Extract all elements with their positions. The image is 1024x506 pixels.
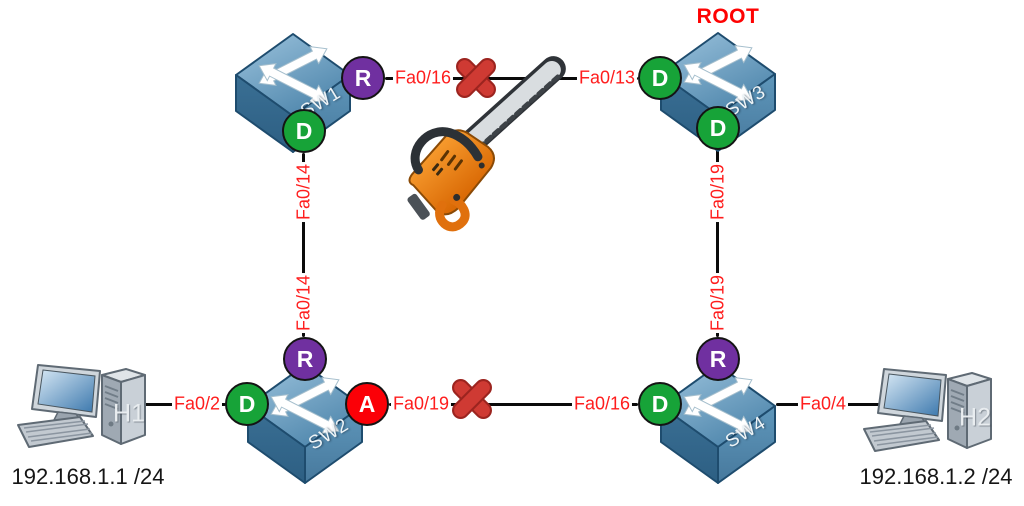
- port-label-sw1-fa016: Fa0/16: [392, 67, 454, 88]
- port-label-sw4-fa016: Fa0/16: [571, 393, 633, 414]
- port-label-sw2-fa019: Fa0/19: [390, 393, 452, 414]
- port-label-sw1-fa014: Fa0/14: [293, 161, 314, 223]
- port-label-sw4-fa04: Fa0/4: [797, 393, 849, 414]
- role-badge-sw2-designated: D: [225, 382, 269, 426]
- root-designation-label: ROOT: [696, 5, 760, 28]
- role-badge-sw3-designated-down: D: [696, 106, 740, 150]
- role-badge-sw4-designated: D: [638, 382, 682, 426]
- ip-label-h2: 192.168.1.2 /24: [859, 464, 1013, 489]
- port-label-sw2-fa014: Fa0/14: [293, 272, 314, 334]
- port-label-sw4-fa019-up: Fa0/19: [707, 272, 728, 334]
- port-label-sw2-fa02: Fa0/2: [171, 393, 223, 414]
- host-name-label: H2: [959, 403, 991, 432]
- host-h1: H1: [16, 362, 148, 458]
- host-h2: H2: [862, 366, 994, 462]
- role-badge-sw2-root-port: R: [283, 337, 327, 381]
- link-sw2-sw4: [389, 403, 638, 406]
- role-badge-sw3-designated-left: D: [638, 56, 682, 100]
- role-badge-sw2-alternate: A: [345, 382, 389, 426]
- host-name-label: H1: [113, 399, 145, 428]
- link-sw1-sw2: [302, 153, 305, 337]
- link-sw3-sw4: [716, 150, 719, 337]
- role-badge-sw1-root-port: R: [341, 56, 385, 100]
- role-badge-sw4-root-port: R: [696, 337, 740, 381]
- blocked-x-bottom: [445, 372, 499, 426]
- role-badge-sw1-designated: D: [282, 109, 326, 153]
- port-label-sw3-fa019: Fa0/19: [707, 161, 728, 223]
- port-label-sw3-fa013: Fa0/13: [576, 67, 638, 88]
- ip-label-h1: 192.168.1.1 /24: [11, 464, 165, 489]
